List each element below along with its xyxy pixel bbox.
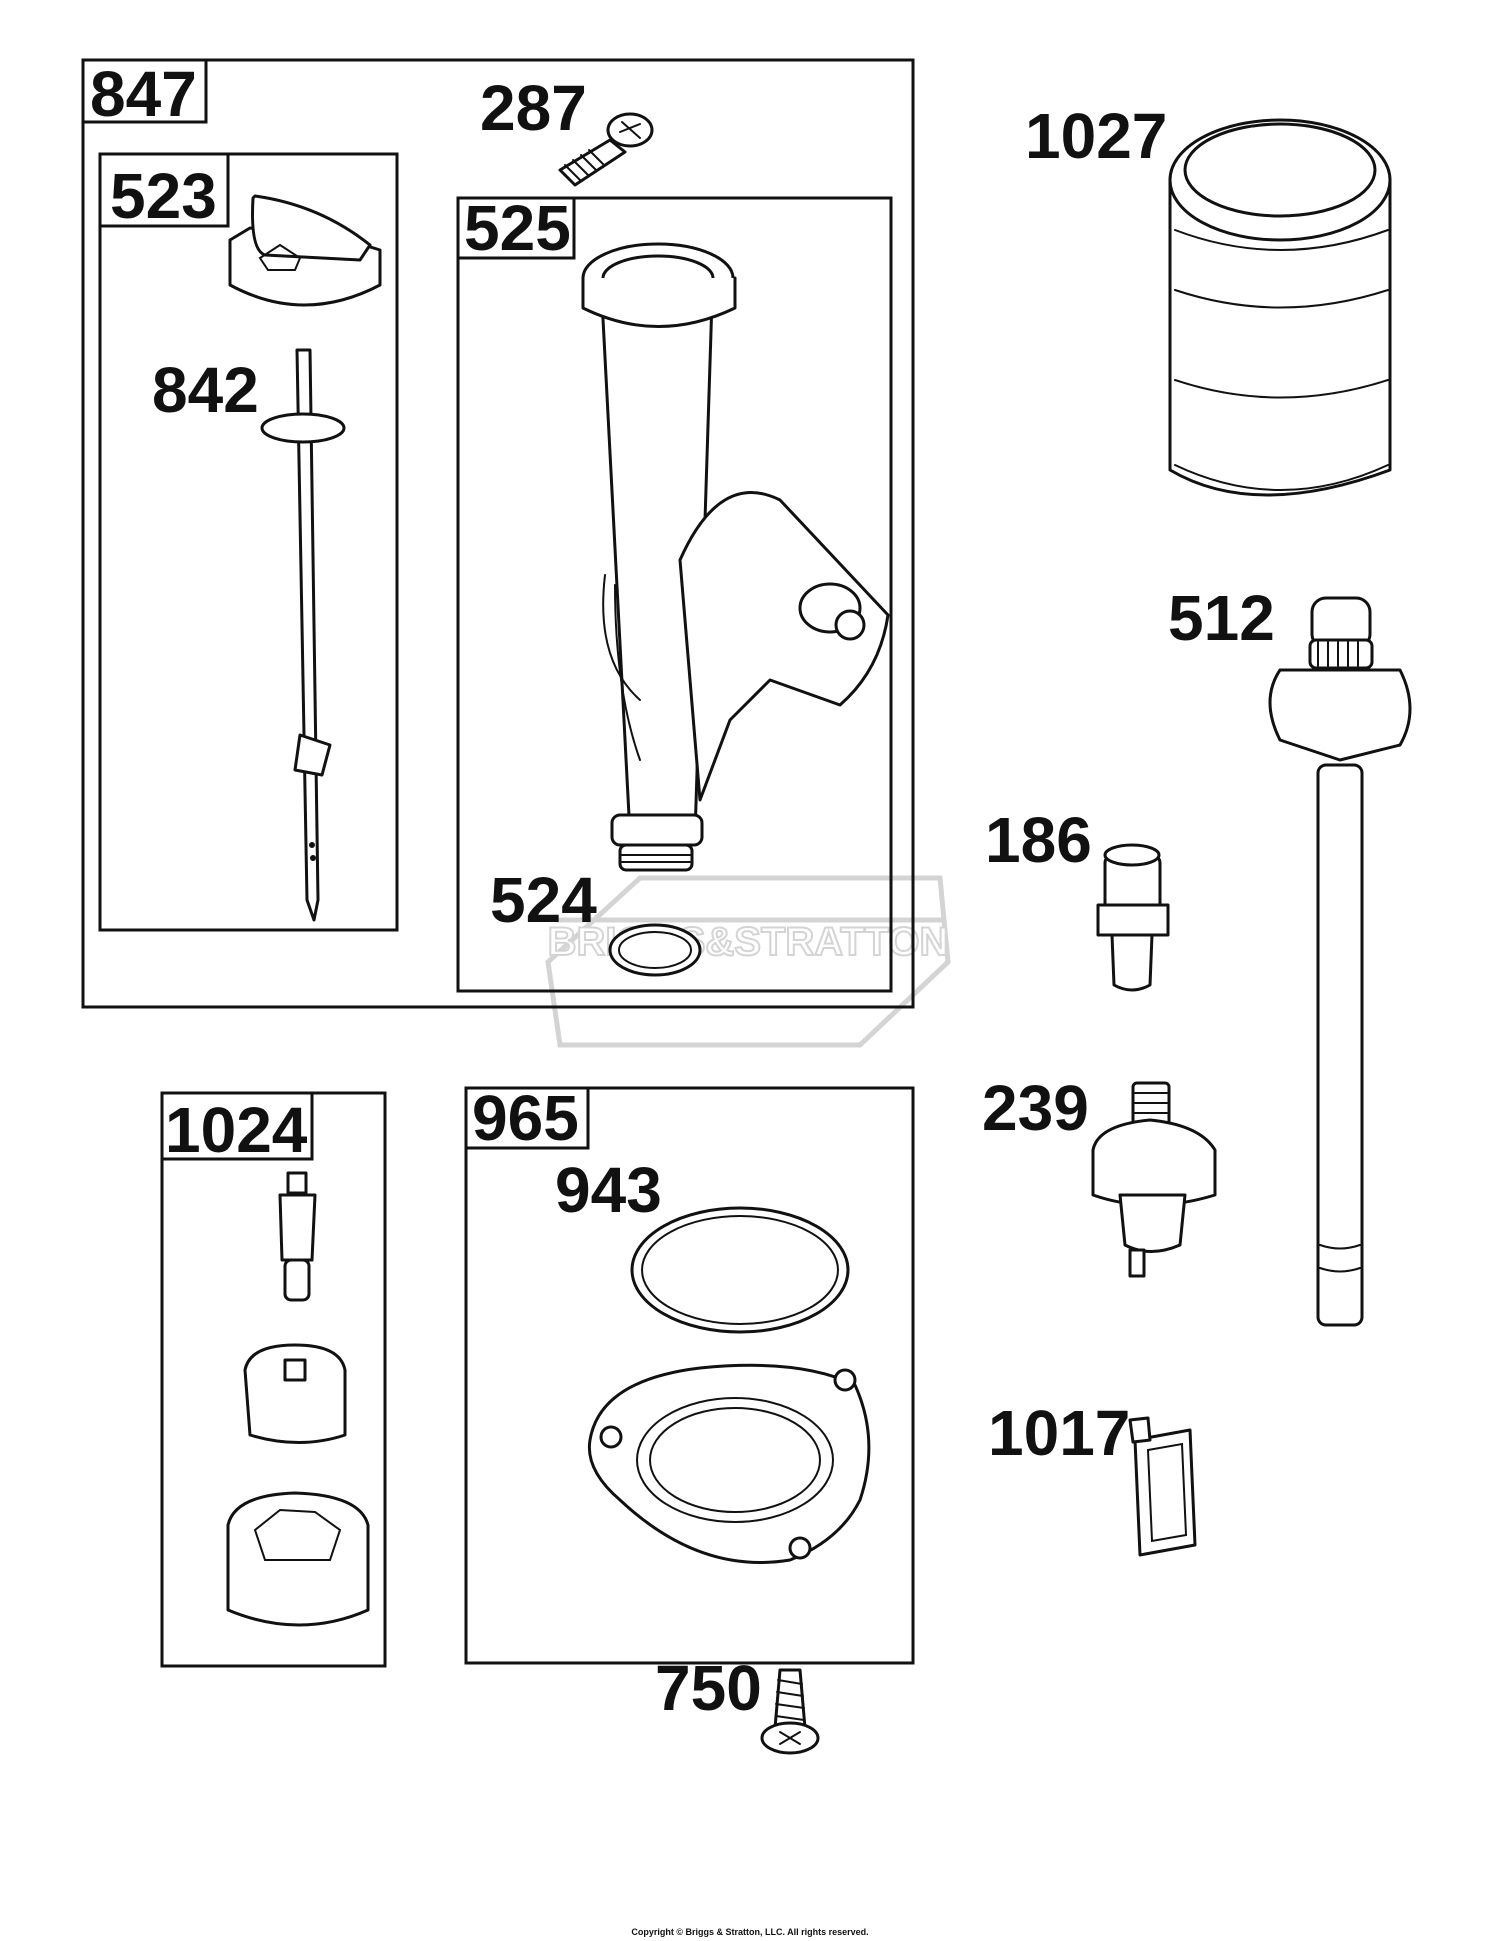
label-847: 847 (90, 58, 197, 130)
label-524: 524 (490, 864, 597, 936)
group-525-box (456, 196, 893, 993)
screw-750-part (760, 1668, 820, 1755)
label-1024: 1024 (165, 1094, 308, 1166)
oil-fill-tube-part (581, 242, 890, 872)
label-525: 525 (464, 192, 571, 264)
label-186: 186 (985, 804, 1092, 876)
label-943: 943 (555, 1154, 662, 1226)
oring-524-part (608, 923, 702, 977)
label-842: 842 (152, 354, 259, 426)
label-1017: 1017 (988, 1397, 1130, 1469)
dipstick-tube-512-part (1268, 596, 1412, 1327)
oring-943-part (630, 1206, 850, 1334)
label-239: 239 (982, 1072, 1089, 1144)
part-1017 (1128, 1416, 1197, 1557)
label-965: 965 (472, 1082, 579, 1154)
oil-pump-1024-part (226, 1171, 370, 1627)
screw-287-part (558, 112, 654, 187)
oil-pressure-switch-239-part (1091, 1081, 1217, 1278)
gasket-965-part (587, 1363, 871, 1564)
watermark-text: BRIGGS&STRATTON (548, 920, 949, 964)
group-523-box (98, 152, 399, 932)
dipstick-part (228, 194, 382, 922)
label-523: 523 (110, 160, 217, 232)
copyright-text: Copyright © Briggs & Stratton, LLC. All … (631, 1927, 868, 1937)
briggs-stratton-watermark: BRIGGS&STRATTON (545, 875, 951, 1048)
group-847-box (81, 58, 915, 1009)
label-750: 750 (655, 1652, 762, 1724)
label-512: 512 (1168, 582, 1275, 654)
label-287: 287 (480, 72, 587, 144)
oil-filter-part (1168, 118, 1392, 497)
fitting-186-part (1096, 843, 1170, 992)
group-965-box (464, 1086, 915, 1665)
label-1027: 1027 (1025, 100, 1167, 172)
